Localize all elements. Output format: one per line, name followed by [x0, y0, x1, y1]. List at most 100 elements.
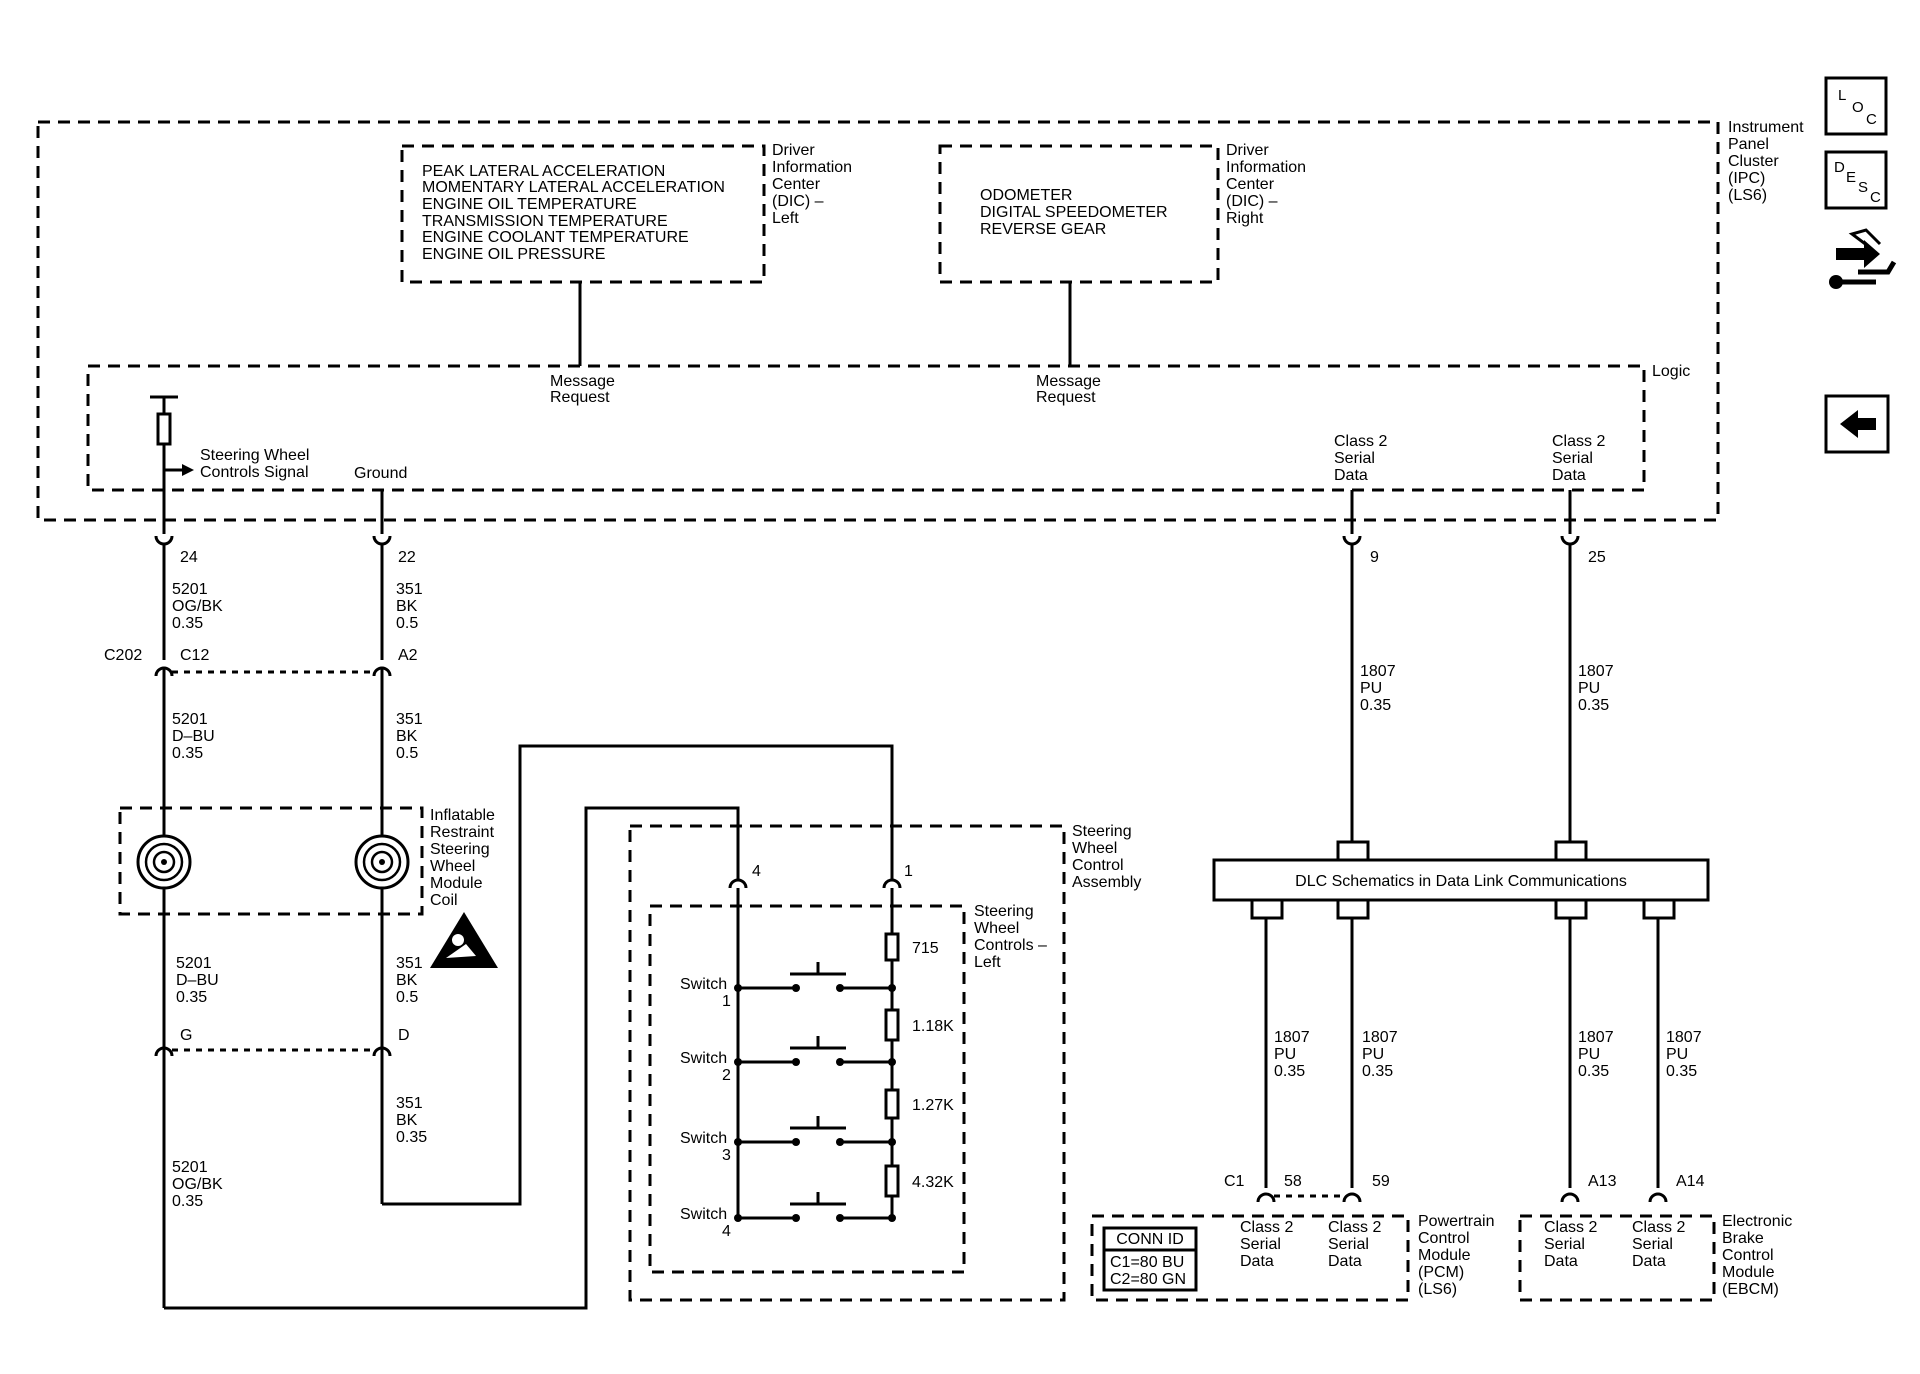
dlc-label[interactable]: DLC Schematics in Data Link Communicatio… — [1295, 873, 1627, 890]
wire-label-351-bk-mid: 351 BK 0.5 — [396, 711, 423, 762]
svg-text:351: 351 — [396, 955, 423, 972]
svg-text:ENGINE COOLANT TEMPERATURE: ENGINE COOLANT TEMPERATURE — [422, 229, 689, 246]
svg-text:Class 2: Class 2 — [1552, 433, 1605, 450]
svg-text:Class 2: Class 2 — [1544, 1219, 1597, 1236]
svg-text:0.35: 0.35 — [1362, 1063, 1393, 1080]
wire-label-351-bk-bot: 351 BK 0.5 — [396, 955, 423, 1006]
dic-left-label: Driver Information Center (DIC) – Left — [772, 142, 852, 227]
resistor — [884, 932, 900, 962]
resistor-value: 1.18K — [912, 1018, 954, 1035]
svg-text:L: L — [1838, 87, 1846, 104]
conn-id-table: CONN ID C1=80 BU C2=80 GN — [1102, 1226, 1198, 1292]
switch-name: Switch — [680, 1206, 727, 1223]
wire-label-1807-9: 1807 PU 0.35 — [1360, 663, 1396, 714]
wire-label-5201-ogbk-bot: 5201 OG/BK 0.35 — [172, 1159, 223, 1210]
svg-text:C: C — [1866, 111, 1877, 128]
svg-text:(LS6): (LS6) — [1418, 1281, 1457, 1298]
wire-label-351-bk-035: 351 BK 0.35 — [396, 1095, 427, 1146]
coil-spiral-left — [136, 834, 192, 890]
svg-text:Instrument: Instrument — [1728, 119, 1804, 136]
switch-contact — [792, 1214, 800, 1222]
svg-text:Driver: Driver — [772, 142, 815, 159]
swc-assembly-label: Steering Wheel Control Assembly — [1072, 823, 1141, 891]
svg-text:Serial: Serial — [1328, 1236, 1369, 1253]
junction-dot — [888, 1214, 896, 1222]
junction-dot — [734, 1058, 742, 1066]
svg-text:0.35: 0.35 — [1666, 1063, 1697, 1080]
svg-text:PU: PU — [1360, 680, 1382, 697]
svg-text:Right: Right — [1226, 210, 1264, 227]
dic-right-label: Driver Information Center (DIC) – Right — [1226, 142, 1306, 227]
svg-text:Wheel: Wheel — [974, 920, 1019, 937]
dic-right-box — [938, 144, 1220, 284]
svg-text:Center: Center — [1226, 176, 1275, 193]
pcm-class2-1: Class 2 Serial Data — [1240, 1219, 1293, 1270]
svg-text:0.35: 0.35 — [396, 1129, 427, 1146]
svg-text:Data: Data — [1328, 1253, 1362, 1270]
wire-label-1807-ebcm-2: 1807 PU 0.35 — [1666, 1029, 1702, 1080]
svg-text:Steering: Steering — [974, 903, 1034, 920]
svg-text:Message: Message — [1036, 373, 1101, 390]
svg-text:1807: 1807 — [1666, 1029, 1702, 1046]
dlc-box[interactable] — [1212, 858, 1710, 902]
pin-24: 24 — [180, 549, 198, 566]
dic-left-items: PEAK LATERAL ACCELERATION MOMENTARY LATE… — [422, 163, 725, 263]
svg-text:Center: Center — [772, 176, 821, 193]
svg-text:ENGINE OIL PRESSURE: ENGINE OIL PRESSURE — [422, 246, 605, 263]
svg-text:PU: PU — [1578, 680, 1600, 697]
ipc-box — [36, 120, 1720, 522]
svg-text:1807: 1807 — [1360, 663, 1396, 680]
pin-a14: A14 — [1676, 1173, 1705, 1190]
svg-text:TRANSMISSION TEMPERATURE: TRANSMISSION TEMPERATURE — [422, 213, 668, 230]
dic-left-box — [400, 144, 766, 284]
svg-text:Wheel: Wheel — [1072, 840, 1117, 857]
svg-text:PEAK LATERAL ACCELERATION: PEAK LATERAL ACCELERATION — [422, 163, 665, 180]
pin-a13: A13 — [1588, 1173, 1617, 1190]
svg-text:Left: Left — [772, 210, 799, 227]
wire-label-351-bk-top: 351 BK 0.5 — [396, 581, 423, 632]
switch-number: 4 — [722, 1223, 731, 1240]
svg-text:Data: Data — [1240, 1253, 1274, 1270]
svg-text:Serial: Serial — [1240, 1236, 1281, 1253]
svg-text:Powertrain: Powertrain — [1418, 1213, 1494, 1230]
junction-dot — [734, 984, 742, 992]
svg-text:C: C — [1870, 189, 1881, 206]
wire-label-1807-pcm-2: 1807 PU 0.35 — [1362, 1029, 1398, 1080]
junction-dot — [888, 1138, 896, 1146]
switch-name: Switch — [680, 976, 727, 993]
ebcm-label: Electronic Brake Control Module (EBCM) — [1722, 1213, 1792, 1298]
svg-text:PU: PU — [1578, 1046, 1600, 1063]
back-arrow-button[interactable] — [1824, 394, 1890, 454]
module-wires — [1264, 918, 1660, 1188]
loc-button[interactable]: L O C — [1824, 76, 1888, 136]
pin-swc-1: 1 — [904, 863, 913, 880]
svg-text:MOMENTARY LATERAL ACCELERATION: MOMENTARY LATERAL ACCELERATION — [422, 179, 725, 196]
svg-text:BK: BK — [396, 598, 418, 615]
junction-dot — [888, 984, 896, 992]
svg-text:(EBCM): (EBCM) — [1722, 1281, 1779, 1298]
svg-text:1807: 1807 — [1274, 1029, 1310, 1046]
svg-text:Message: Message — [550, 373, 615, 390]
wire-label-1807-25: 1807 PU 0.35 — [1578, 663, 1614, 714]
pin-59: 59 — [1372, 1173, 1390, 1190]
svg-text:1807: 1807 — [1362, 1029, 1398, 1046]
junction-dot — [888, 1058, 896, 1066]
svg-text:DIGITAL SPEEDOMETER: DIGITAL SPEEDOMETER — [980, 204, 1168, 221]
resistor-value: 1.27K — [912, 1097, 954, 1114]
wire-label-5201-ogbk-top: 5201 OG/BK 0.35 — [172, 581, 223, 632]
svg-text:0.35: 0.35 — [172, 615, 203, 632]
desc-button[interactable]: D E S C — [1824, 150, 1888, 210]
resistor — [884, 1164, 900, 1198]
wiring-systems-icon[interactable] — [1829, 228, 1897, 289]
svg-text:0.35: 0.35 — [176, 989, 207, 1006]
svg-text:0.35: 0.35 — [172, 1193, 203, 1210]
svg-text:0.5: 0.5 — [396, 989, 418, 1006]
logic-box — [86, 364, 1646, 492]
svg-text:Left: Left — [974, 954, 1001, 971]
svg-text:Steering Wheel: Steering Wheel — [200, 447, 309, 464]
svg-text:0.35: 0.35 — [1578, 697, 1609, 714]
svg-text:351: 351 — [396, 581, 423, 598]
svg-text:ENGINE OIL TEMPERATURE: ENGINE OIL TEMPERATURE — [422, 196, 637, 213]
svg-text:Information: Information — [772, 159, 852, 176]
